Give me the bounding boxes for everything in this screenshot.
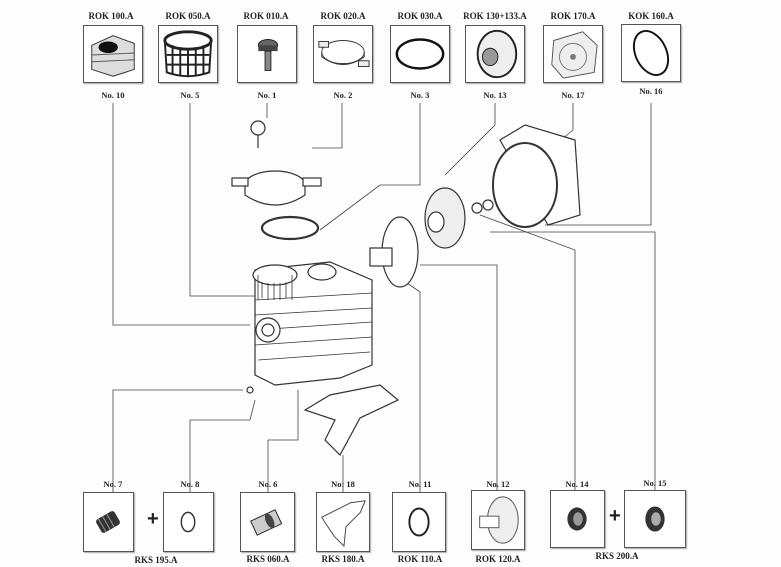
part-number: No. 3 — [410, 90, 430, 100]
coupling-icon — [240, 492, 295, 552]
part-code: ROK 130+133.A — [463, 11, 527, 21]
part-number: No. 17 — [561, 90, 585, 100]
drain-plug-icon — [83, 492, 134, 552]
part-code: ROK 170.A — [550, 11, 596, 21]
part-number: No. 8 — [180, 479, 200, 489]
part-number: No. 13 — [483, 90, 507, 100]
plus-sign: + — [609, 505, 621, 527]
strainer-basket-icon — [158, 25, 218, 83]
o-ring-icon — [392, 492, 446, 552]
part-code: ROK 100.A — [88, 11, 134, 21]
o-ring-icon — [390, 25, 450, 83]
part-number: No. 12 — [486, 479, 510, 489]
part-number: No. 1 — [257, 90, 277, 100]
part-number: No. 10 — [101, 90, 125, 100]
pump-assembly — [231, 120, 581, 456]
part-number: No. 16 — [639, 86, 663, 96]
leader-lines — [112, 103, 656, 495]
part-code: ROK 050.A — [165, 11, 211, 21]
part-number: No. 14 — [565, 479, 589, 489]
o-ring-large-icon — [621, 24, 681, 82]
impeller-icon — [465, 25, 525, 83]
kit-code-rks-195a: RKS 195.A — [134, 555, 178, 565]
part-code: ROK 010.A — [243, 11, 289, 21]
seal-plate-icon — [543, 25, 603, 83]
part-code: KOK 160.A — [628, 11, 674, 21]
kit-code-rks-200a: RKS 200.A — [595, 551, 639, 561]
part-code: ROK 020.A — [320, 11, 366, 21]
part-number: No. 7 — [103, 479, 123, 489]
motor-bracket-icon — [316, 492, 370, 552]
vent-screw-icon — [237, 25, 297, 83]
part-number: No. 15 — [643, 478, 667, 488]
diffuser-icon — [471, 490, 525, 550]
lid-clamp-icon — [313, 25, 373, 83]
part-number: No. 2 — [333, 90, 353, 100]
plus-sign: + — [147, 508, 159, 530]
part-code: ROK 030.A — [397, 11, 443, 21]
part-number: No. 5 — [180, 90, 200, 100]
mechanical-seal-icon — [550, 490, 605, 548]
o-ring-small-icon — [163, 492, 214, 552]
seal-seat-icon — [624, 490, 686, 548]
part-number: No. 11 — [408, 479, 432, 489]
part-number: No: 18 — [331, 479, 355, 489]
kit-code-rok-120a: ROK 120.A — [475, 554, 521, 564]
kit-code-rok-110a: ROK 110.A — [397, 554, 443, 564]
kit-code-rks-180a: RKS 180.A — [321, 554, 365, 564]
kit-code-rks-060a: RKS 060.A — [246, 554, 290, 564]
part-number: No. 6 — [258, 479, 278, 489]
pump-housing-icon — [83, 25, 143, 83]
